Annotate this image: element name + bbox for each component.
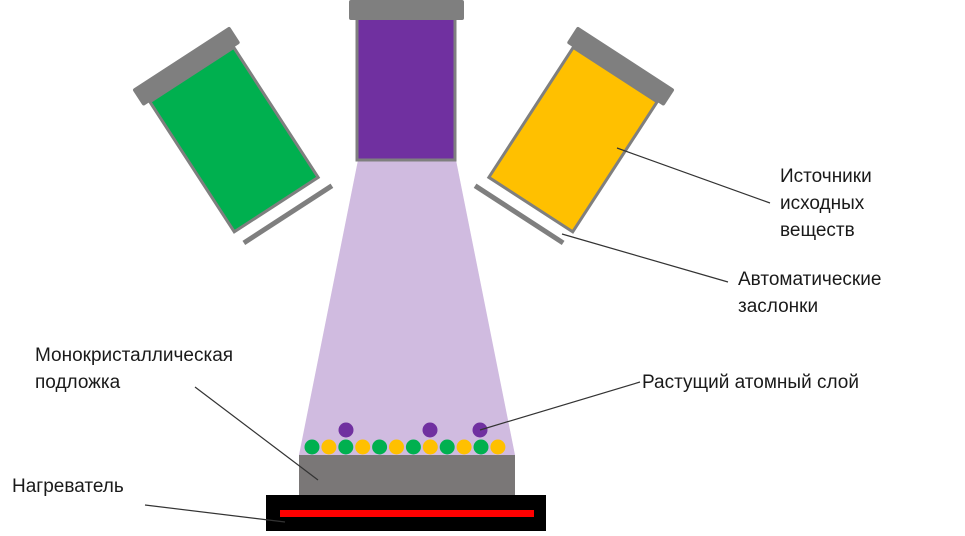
shutter-left xyxy=(242,183,334,246)
source-green xyxy=(133,27,334,246)
label-heater: Нагреватель xyxy=(12,476,124,497)
leader-growing-layer xyxy=(479,381,641,431)
leader-sources xyxy=(616,147,771,204)
leader-heater xyxy=(144,504,286,523)
atom-yellow xyxy=(389,439,404,455)
molecular-beam xyxy=(299,160,515,455)
label-substrate-line1: Монокристаллическая xyxy=(35,345,233,366)
atom-purple xyxy=(422,422,438,438)
growing-atomic-layer xyxy=(304,422,506,455)
leader-shutters xyxy=(561,233,729,283)
source-purple xyxy=(349,0,464,162)
source-yellow xyxy=(473,27,674,246)
label-sources-line3: веществ xyxy=(780,220,855,241)
label-shutters-line1: Автоматические xyxy=(738,269,881,290)
atom-green xyxy=(439,439,455,455)
leader-substrate xyxy=(194,386,319,481)
atom-yellow xyxy=(456,439,472,455)
atom-yellow xyxy=(422,439,438,455)
atom-yellow xyxy=(321,439,337,455)
label-sources-line1: Источники xyxy=(780,166,872,187)
heater xyxy=(266,495,546,531)
atom-yellow xyxy=(490,439,506,455)
atom-green xyxy=(304,439,320,455)
atom-green xyxy=(372,439,388,455)
atom-green xyxy=(338,439,354,455)
label-shutters-line2: заслонки xyxy=(738,296,818,317)
shutter-right xyxy=(473,183,565,246)
substrate xyxy=(299,455,515,495)
label-sources-line2: исходных xyxy=(780,193,865,214)
atom-green xyxy=(405,439,421,455)
label-growing-layer: Растущий атомный слой xyxy=(642,372,859,393)
heater-element xyxy=(280,510,534,517)
label-substrate-line2: подложка xyxy=(35,372,121,393)
atom-yellow xyxy=(355,439,371,455)
atom-green xyxy=(473,439,489,455)
atom-purple xyxy=(338,422,354,438)
